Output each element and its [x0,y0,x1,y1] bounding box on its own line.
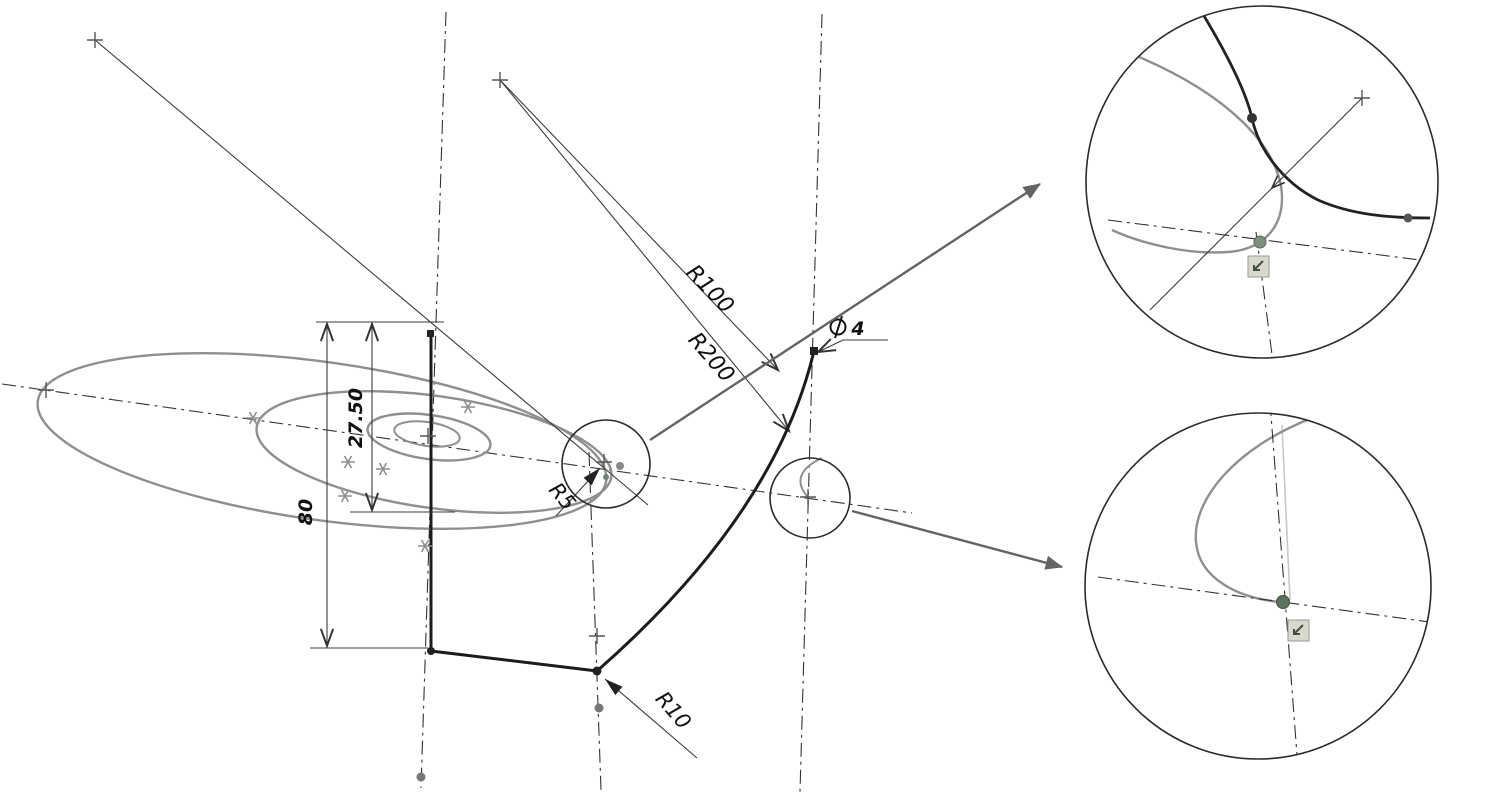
sketch-point [1403,213,1413,223]
detail-view-1-content [1107,6,1438,358]
reference-cross-marker [799,488,817,506]
reference-cross-marker [86,31,104,49]
point-markers [37,31,817,782]
diameter-symbol-icon [829,315,847,339]
zoom-inference-line [1281,424,1291,601]
detail-view-2-content [1097,413,1431,759]
sketch-point [616,462,624,470]
dimension-text-80: 80 [295,499,317,525]
diameter-value-text: 4 [850,318,864,340]
sketch-point [592,666,602,676]
sketch-point [427,647,435,655]
centerlines [1,11,913,793]
diameter-leader [815,338,888,354]
sketch-spline [596,350,816,673]
reference-cross-marker [588,627,606,645]
sketch-point [416,772,426,782]
ellipse-point-marker [375,462,391,476]
sketch-point [594,703,604,713]
r200-leader [499,79,791,434]
sketch-point-square [810,347,818,355]
diameter-callout: 4 [829,315,865,340]
centerline-vertical-left [420,11,447,789]
construction-ellipse-small [366,412,492,462]
r5-leader [555,467,601,517]
coincident-point [1276,595,1290,609]
zoom-centerline-vertical [1255,231,1275,358]
sketch-point [1247,113,1257,123]
detail-view-circle-2 [1084,412,1432,760]
sketch-geometry [427,330,818,673]
construction-ellipse-tiny [393,420,461,448]
zoom-arrow-1 [649,182,1041,442]
detail-callout-circle-2 [769,457,851,539]
centerline-vertical-right [799,13,823,793]
open-arrowhead [1270,175,1286,190]
zoom-spline [1196,6,1431,220]
radius-labels: R100 R200 R5 R10 [544,260,739,734]
construction-curve-end [799,457,823,498]
construction-ellipse-middle [255,390,613,514]
dimension-80: 80 [295,321,428,649]
sketch-point [603,474,609,480]
zoom-ellipse-arc [1194,416,1313,604]
detail-callout-circle-1 [561,419,651,509]
r10-leader [604,678,698,759]
construction-ellipse-outer [36,351,608,531]
r100-leader [499,79,781,373]
detail-view-circle-1 [1085,5,1439,359]
ellipse-point-marker [340,455,356,469]
detail-callouts [561,182,1064,570]
dimension-text-27-50: 27.50 [345,388,367,448]
sketch-point-square [427,330,434,337]
zoom-ellipse-arc [1111,48,1284,254]
constraint-icon [1247,255,1270,278]
zoom-leader-line [1149,97,1363,311]
constraint-icon [1287,619,1310,642]
detail-view-2 [1084,412,1432,760]
dimension-text-r10: R10 [651,687,696,734]
zoom-centerline-vertical [1269,413,1299,759]
dimension-27-50: 27.50 [316,321,455,513]
coincident-point [1253,235,1267,249]
detail-view-1 [1085,5,1439,359]
zoom-centerline-horizontal [1107,219,1438,269]
reference-cross-marker [419,427,437,445]
zoom-arrow-2 [851,509,1064,570]
leader-lines [94,39,888,759]
centerline-horizontal [1,383,913,514]
construction-line [94,39,649,506]
centerline-vertical-detail [588,451,602,791]
